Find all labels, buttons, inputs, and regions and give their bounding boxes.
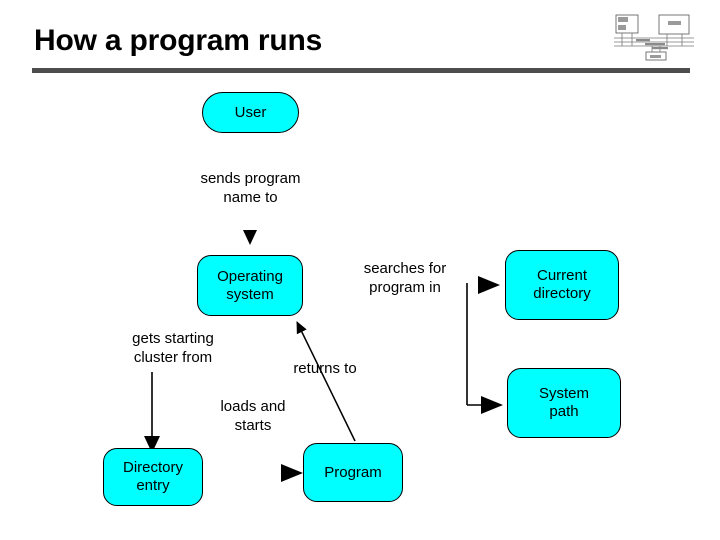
node-current-directory-line2: directory	[533, 285, 591, 302]
connector-user-to-os	[243, 230, 257, 245]
page-title: How a program runs	[34, 24, 323, 57]
connector-os-to-system-path	[467, 396, 503, 414]
edge-label-loads-and-starts-line1: loads and	[220, 398, 286, 415]
edge-label-searches-for-program-in-line1: searches for	[363, 260, 447, 277]
edge-label-loads-and-starts-line2: starts	[234, 416, 272, 434]
edge-label-searches-for-program-in-line2: program in	[369, 278, 441, 296]
edge-label-gets-starting-cluster-from-line1: gets starting	[132, 330, 214, 347]
edge-label-gets-starting-cluster-from: gets starting cluster from	[108, 330, 238, 368]
program-execution-flowchart: User Operating system Current directory …	[0, 78, 720, 540]
node-directory-entry-label: Directory entry	[119, 459, 187, 494]
edge-label-sends-program-name-to: sends program name to	[178, 170, 323, 208]
node-current-directory-line1: Current	[536, 267, 588, 285]
node-program-label: Program	[324, 463, 382, 481]
node-directory-entry-line2: entry	[136, 477, 170, 494]
edge-label-sends-program-name-to-line1: sends program	[200, 170, 301, 187]
node-current-directory[interactable]: Current directory	[505, 250, 619, 320]
edge-label-loads-and-starts: loads and starts	[198, 398, 308, 436]
node-user[interactable]: User	[202, 92, 299, 133]
node-operating-system[interactable]: Operating system	[197, 255, 303, 316]
node-user-label: User	[234, 103, 267, 121]
node-system-path-label: System path	[535, 385, 593, 420]
node-program[interactable]: Program	[303, 443, 403, 502]
title-underline-rule	[32, 68, 690, 73]
node-operating-system-line2: system	[226, 285, 274, 303]
node-system-path-line2: path	[549, 403, 579, 420]
computer-bus-architecture-thumbnail-icon	[612, 12, 696, 62]
connector-os-to-program	[281, 464, 303, 482]
node-current-directory-label: Current directory	[529, 267, 595, 302]
edge-label-returns-to: returns to	[293, 360, 357, 377]
flowchart-connectors	[144, 230, 503, 482]
node-operating-system-line1: Operating	[217, 267, 283, 285]
node-operating-system-label: Operating system	[213, 268, 287, 303]
node-directory-entry[interactable]: Directory entry	[103, 448, 203, 506]
edge-label-sends-program-name-to-line2: name to	[223, 188, 278, 206]
node-system-path-line1: System	[538, 385, 589, 403]
node-directory-entry-line1: Directory	[122, 459, 183, 477]
connector-os-to-directory-entry	[144, 372, 160, 453]
edge-label-gets-starting-cluster-from-line2: cluster from	[133, 348, 213, 366]
connector-program-to-os	[296, 321, 356, 442]
edge-label-searches-for-program-in: searches for program in	[350, 260, 460, 298]
connector-os-to-current-directory	[466, 276, 500, 405]
node-system-path[interactable]: System path	[507, 368, 621, 438]
